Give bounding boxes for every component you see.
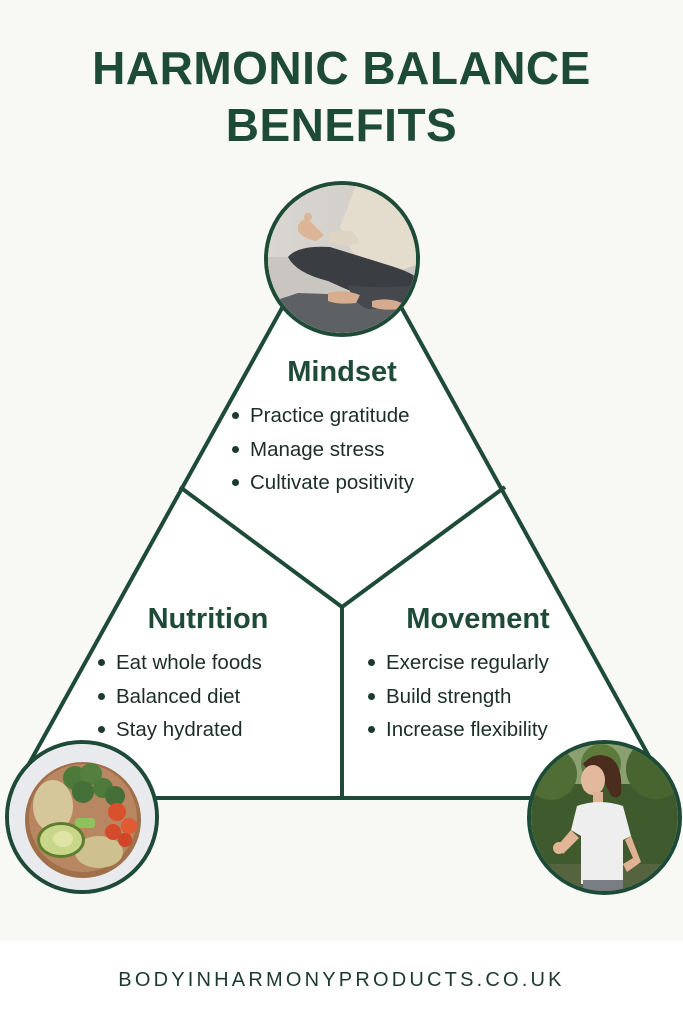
movement-heading: Movement [406,603,550,635]
runner-photo-icon [531,744,678,891]
bullet-icon [98,692,105,700]
nutrition-photo [5,740,159,894]
list-item: Manage stress [232,433,452,467]
movement-list: Exercise regularly Build strength Increa… [368,646,588,747]
bullet-icon [368,692,375,700]
movement-photo [527,740,682,895]
movement-section: Movement Exercise regularly Build streng… [368,602,588,747]
bullet-icon [232,445,239,453]
mindset-section: Mindset Practice gratitude Manage stress… [232,355,452,500]
footer: BODYINHARMONYPRODUCTS.CO.UK [0,941,683,1024]
bullet-icon [98,659,105,667]
bullet-icon [98,726,105,734]
list-item: Eat whole foods [98,646,318,680]
divider-left [178,485,344,609]
list-item: Increase flexibility [368,713,588,747]
list-item: Stay hydrated [98,713,318,747]
mindset-photo [264,181,420,337]
website-url: BODYINHARMONYPRODUCTS.CO.UK [118,969,565,991]
meditation-photo-icon [268,185,416,333]
divider-right [340,485,507,609]
list-item: Exercise regularly [368,646,588,680]
page-title: HARMONIC BALANCE BENEFITS [0,40,683,154]
list-item: Practice gratitude [232,399,452,433]
nutrition-section: Nutrition Eat whole foods Balanced diet … [98,602,318,747]
title-line-2: BENEFITS [225,99,458,151]
bullet-icon [232,412,239,420]
bullet-icon [368,659,375,667]
bullet-icon [368,726,375,734]
mindset-list: Practice gratitude Manage stress Cultiva… [232,399,452,500]
nutrition-heading: Nutrition [147,603,269,635]
title-line-1: HARMONIC BALANCE [92,42,591,94]
list-item: Cultivate positivity [232,466,452,500]
list-item: Balanced diet [98,680,318,714]
bullet-icon [232,479,239,487]
nutrition-list: Eat whole foods Balanced diet Stay hydra… [98,646,318,747]
mindset-heading: Mindset [287,356,397,388]
list-item: Build strength [368,680,588,714]
food-bowl-photo-icon [9,744,155,890]
